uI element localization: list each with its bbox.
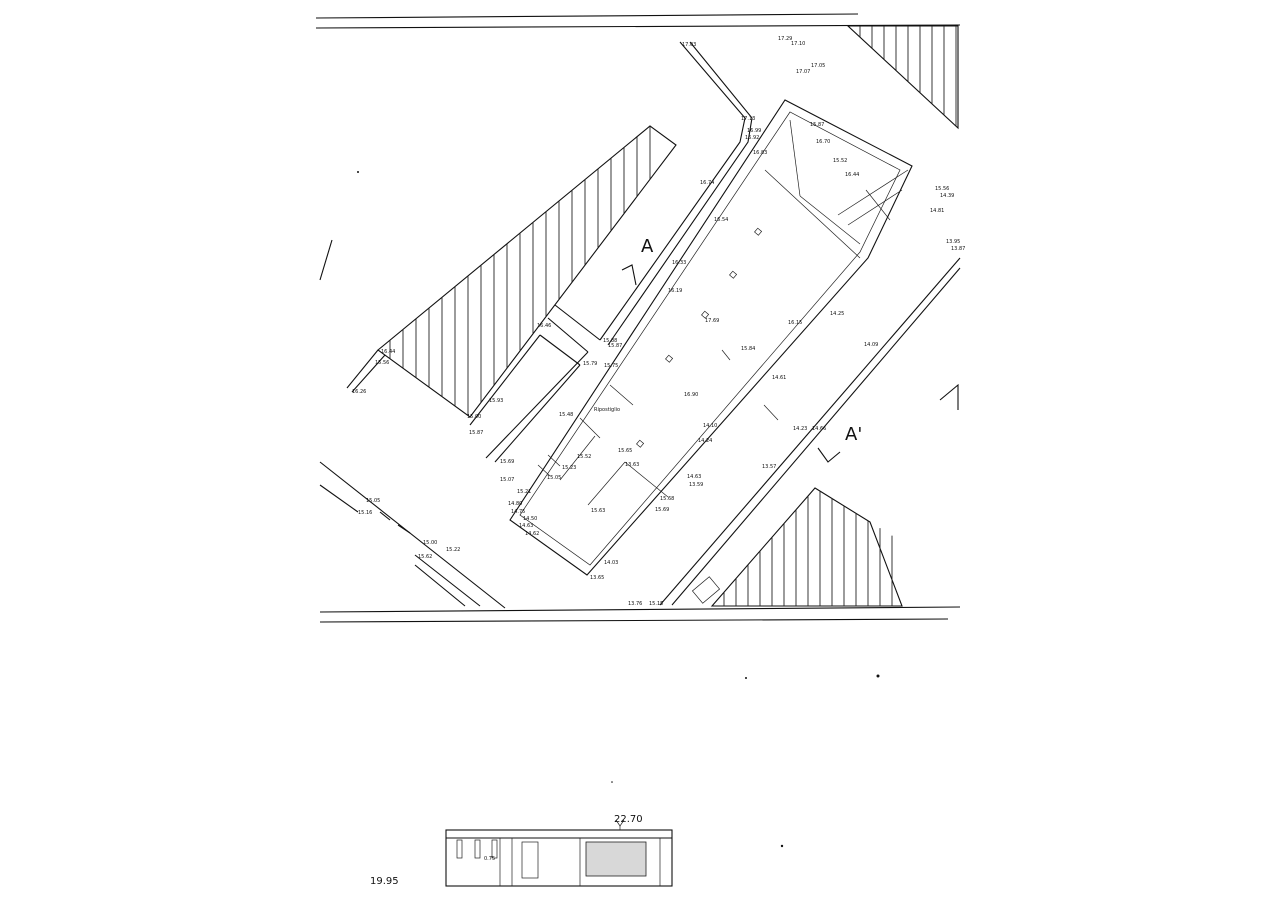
elevation-label: 15.87 (469, 430, 483, 436)
hatched-building-bottom-right (710, 487, 903, 607)
elevation-label: 16.54 (714, 217, 728, 223)
section-left-label: 19.95 (370, 876, 399, 887)
elevation-label: 15.56 (375, 360, 389, 366)
room-label: Ripostiglio (594, 407, 620, 413)
elevation-label: 15.93 (489, 398, 503, 404)
elevation-label: 16.44 (845, 172, 859, 178)
elevation-label: 16.74 (700, 180, 714, 186)
hatched-building-left (377, 125, 677, 418)
elevation-label: 15.88 (603, 338, 617, 344)
elevation-label: 15.62 (418, 554, 432, 560)
elevation-label: 14.25 (830, 311, 844, 317)
elevation-label: 16.99 (747, 128, 761, 134)
elevation-label: 14.39 (940, 193, 954, 199)
elevation-label: 14.50 (523, 516, 537, 522)
section-marker-a-prime: A' (817, 424, 862, 463)
elevation-label: 16.92 (745, 135, 759, 141)
section-level-label: 0.75 (484, 856, 495, 862)
elevation-label: 15.87 (608, 343, 622, 349)
elevation-label: 15.87 (810, 122, 824, 128)
elevation-label: 15.00 (423, 540, 437, 546)
section-height-label: 22.70 (614, 814, 643, 825)
elevation-label: 13.87 (951, 246, 965, 252)
elevation-label: 15.21 (517, 489, 531, 495)
elevation-label: 14.10 (703, 423, 717, 429)
elevation-label: 17.03 (682, 42, 696, 48)
elevation-label: 15.63 (591, 508, 605, 514)
elevation-label: 15.05 (547, 475, 561, 481)
elevation-label: 14.81 (930, 208, 944, 214)
elevation-label: 14.23 (793, 426, 807, 432)
elevation-label: 17.10 (791, 41, 805, 47)
elevation-label: 15.75 (604, 363, 618, 369)
elevation-label: 13.95 (946, 239, 960, 245)
elevation-label: 15.69 (500, 459, 514, 465)
elevation-label: 14.63 (519, 523, 533, 529)
elevation-label: 16.44 (381, 349, 395, 355)
elevation-label: 15.23 (562, 465, 576, 471)
elevation-section: 22.70 0.75 19.95 (370, 814, 673, 887)
elevation-label: 15.84 (741, 346, 755, 352)
elevation-label: 13.76 (628, 601, 642, 607)
section-marker-a-prime-label: A' (845, 424, 862, 445)
elevation-label: 14.61 (772, 375, 786, 381)
section-marker-a-label: A (641, 236, 654, 257)
elevation-label: 15.16 (358, 510, 372, 516)
frame-lines (315, 13, 961, 623)
hatched-building-top-right (846, 25, 959, 130)
elevation-label: 14.03 (604, 560, 618, 566)
scan-specks (357, 171, 880, 848)
elevation-label: 14.80 (508, 501, 522, 507)
elevation-label: 17.05 (811, 63, 825, 69)
elevation-label: 16.26 (352, 389, 366, 395)
elevation-label: 17.69 (705, 318, 719, 324)
stone-panel (585, 841, 647, 877)
elevation-label: 15.00 (467, 414, 481, 420)
elevation-label: 15.52 (833, 158, 847, 164)
elevation-label: 15.68 (660, 496, 674, 502)
elevation-label: 17.07 (796, 69, 810, 75)
elevation-label: 14.66 (812, 426, 826, 432)
elevation-label: 16.90 (684, 392, 698, 398)
elevation-label: 15.48 (559, 412, 573, 418)
elevation-label: 15.15 (649, 601, 663, 607)
elevation-label: 13.63 (625, 462, 639, 468)
elevation-label: 14.75 (511, 509, 525, 515)
elevation-label: 13.57 (762, 464, 776, 470)
elevation-label: 13.65 (590, 575, 604, 581)
main-building (509, 99, 913, 576)
section-marker-a: A (621, 236, 654, 286)
elevation-label: 16.83 (753, 150, 767, 156)
elevation-label: 14.62 (525, 531, 539, 537)
elevation-label: 15.69 (655, 507, 669, 513)
elevation-label: 14.63 (687, 474, 701, 480)
street-lines (319, 41, 961, 609)
elevation-label: 15.79 (583, 361, 597, 367)
elevation-label: 15.52 (577, 454, 591, 460)
elevation-label: 14.24 (698, 438, 712, 444)
elevation-label: 15.65 (618, 448, 632, 454)
elevation-label: 13.59 (689, 482, 703, 488)
elevation-label: 16.46 (537, 323, 551, 329)
elevation-label: 15.56 (935, 186, 949, 192)
elevation-label: 14.09 (864, 342, 878, 348)
elevation-label: 16.19 (668, 288, 682, 294)
elevation-label: 17.13 (741, 116, 755, 122)
elevation-label: 16.70 (816, 139, 830, 145)
elevation-label: 16.33 (672, 260, 686, 266)
elevation-label: 17.29 (778, 36, 792, 42)
elevation-label: 15.05 (366, 498, 380, 504)
elevation-label: 15.22 (446, 547, 460, 553)
elevation-label: 16.15 (788, 320, 802, 326)
elevation-label: 15.07 (500, 477, 514, 483)
